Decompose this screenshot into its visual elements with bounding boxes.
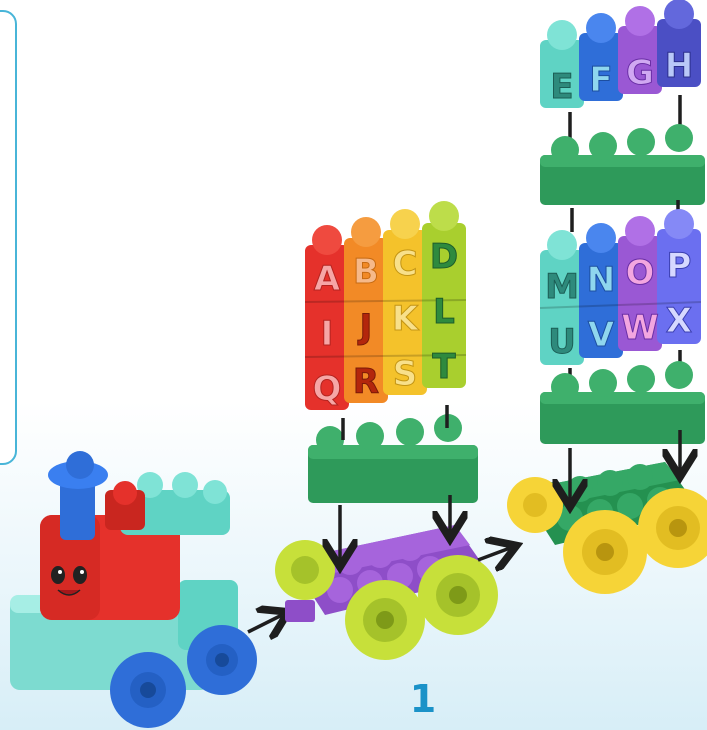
letter-c: C	[393, 244, 418, 284]
letter-stack-efgh: E F G H	[540, 0, 701, 108]
letter-stack-mnop: M N O P U V W X	[540, 209, 701, 365]
letter-g: G	[626, 53, 654, 93]
attach-arrow-2	[478, 548, 510, 560]
letter-i: I	[321, 314, 334, 354]
letter-v: V	[588, 315, 615, 355]
letter-t: T	[432, 347, 456, 387]
engine-wheel-left	[110, 652, 186, 728]
letter-n: N	[587, 260, 615, 300]
letter-w: W	[621, 308, 659, 348]
green-plate-top	[540, 124, 705, 205]
letter-l: L	[433, 292, 455, 332]
wagon1-wheel-back	[418, 555, 498, 635]
letter-u: U	[548, 322, 576, 362]
letter-d: D	[430, 237, 458, 277]
letter-a: A	[314, 259, 341, 299]
letter-b: B	[353, 252, 379, 292]
letter-o: O	[626, 253, 655, 293]
letter-q: Q	[313, 369, 342, 409]
train-engine	[10, 451, 257, 728]
letter-k: K	[392, 299, 420, 339]
attach-arrow-1	[248, 615, 282, 632]
letter-f: F	[589, 60, 612, 100]
green-wagon	[507, 462, 707, 594]
letter-p: P	[667, 246, 692, 286]
wagon1-wheel-front	[345, 580, 425, 660]
letter-j: J	[358, 307, 373, 347]
engine-wheel-right	[187, 625, 257, 695]
wagon2-wheel-front	[563, 510, 647, 594]
step-number: 1	[403, 680, 443, 718]
letter-s: S	[393, 354, 418, 394]
letter-x: X	[666, 301, 692, 341]
letter-e: E	[550, 67, 573, 107]
green-plate-middle	[308, 414, 478, 503]
letter-m: M	[545, 267, 579, 307]
purple-wagon	[275, 525, 498, 660]
letter-h: H	[665, 46, 693, 86]
letter-stack-abcd: A B C D I J K L Q R S T	[305, 201, 466, 410]
letter-r: R	[353, 362, 379, 402]
